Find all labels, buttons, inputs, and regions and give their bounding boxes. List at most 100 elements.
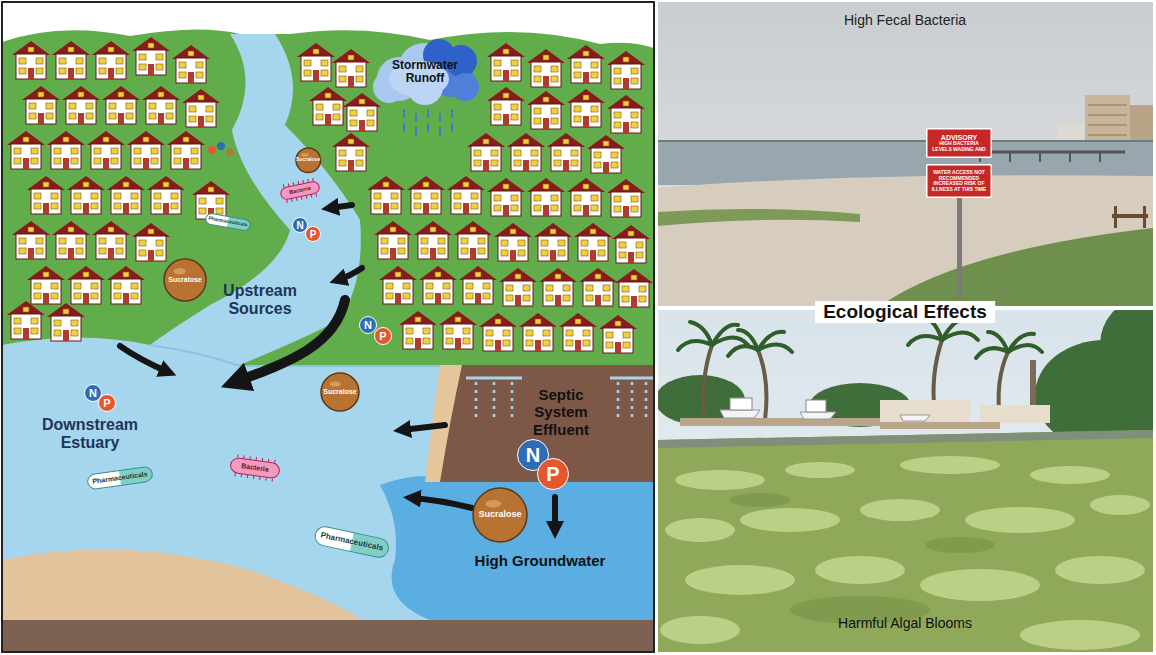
illustration-path [403, 110, 405, 117]
bacteria-pilus [298, 181, 300, 184]
sign-text: HIGH BACTERIA LEVELS WADING AND [929, 141, 989, 152]
p-text: P [310, 229, 317, 240]
pollutant-dots [208, 142, 234, 156]
illustration-use [527, 49, 565, 87]
illustration-ellipse [785, 462, 855, 478]
illustration-use [27, 266, 65, 304]
illustration-rect [880, 400, 970, 422]
highlight [330, 381, 341, 387]
illustration-rect [2, 2, 654, 652]
illustration-rect [1143, 206, 1146, 228]
sign-text: ADVISORY [929, 134, 989, 142]
node-content: P [379, 330, 386, 342]
illustration-path [330, 205, 352, 208]
illustration-rect [730, 398, 752, 410]
phosphorus-circle: P [374, 327, 392, 345]
illustration-rect [680, 418, 880, 426]
illustration-use [447, 176, 485, 214]
illustration-use [92, 221, 130, 259]
illustration-rect [1030, 360, 1036, 410]
node-content: Sucralose [323, 388, 356, 396]
illustration-use [599, 315, 637, 353]
illustration-g [658, 310, 1153, 450]
illustration-path [427, 124, 429, 131]
illustration-use [47, 131, 85, 169]
estuary-water [2, 338, 654, 621]
illustration-use [494, 223, 532, 261]
illustration-use [534, 223, 572, 261]
node-content: ADVISORYHIGH BACTERIA LEVELS WADING AND [929, 134, 989, 153]
illustration-g [880, 400, 1050, 423]
node-content: Sucralose [296, 157, 320, 163]
node-content: Stormwater Runoff [385, 59, 465, 85]
p-disc [99, 395, 116, 412]
illustration-path [617, 382, 620, 420]
bacteria-pilus [259, 477, 260, 480]
nitrogen-circle: N [292, 217, 308, 233]
n-text: N [364, 319, 372, 331]
suc-text: Sucralose [323, 388, 356, 396]
node-content: P [103, 397, 110, 409]
illustration-use [107, 266, 145, 304]
pill-half [314, 525, 391, 559]
illustration-path [988, 332, 1008, 352]
illustration-use [459, 266, 497, 304]
illustration-path [1088, 114, 1127, 116]
illustration-path [1099, 152, 1101, 162]
illustration-ellipse [730, 493, 790, 507]
illustration-use [612, 225, 650, 263]
bacteria-cell: Bacteria [279, 179, 321, 200]
illustration-path [658, 209, 860, 226]
illustration-use [147, 176, 185, 214]
illustration-ellipse [685, 565, 795, 595]
illustration-use [567, 178, 605, 216]
illustration-ellipse [660, 616, 740, 644]
illustration-path [712, 325, 738, 345]
sucralose-disc [321, 373, 359, 411]
bacteria-pilus [241, 474, 242, 477]
illustration-rect [658, 2, 1153, 306]
region-label: Upstream Sources [212, 282, 308, 319]
highlight [301, 153, 308, 157]
bacteria-pilus [274, 460, 275, 463]
bacteria-body [230, 457, 281, 479]
illustration-path [1039, 152, 1041, 162]
illustration-path [475, 382, 478, 420]
nitrogen-circle: N [359, 316, 377, 334]
cloud-puff [451, 73, 479, 101]
node-content: P [310, 229, 317, 240]
illustration-path [402, 425, 445, 430]
bacteria-pilus [316, 193, 318, 196]
illustration-use [487, 87, 525, 125]
pharmaceutical-pill: Pharmaceuticals [313, 524, 391, 559]
illustration-path [451, 110, 453, 117]
region-label: Downstream Estuary [28, 416, 152, 453]
illustration-use [607, 51, 645, 89]
bacteria-pilus [249, 456, 250, 459]
illustration-path [451, 124, 453, 131]
p-disc [306, 227, 321, 242]
illustration-use [399, 311, 437, 349]
illustration-circle [208, 146, 216, 154]
illustration-path [658, 430, 1153, 652]
illustration-path [415, 114, 417, 121]
pill-half [205, 213, 251, 232]
illustration-ellipse [740, 508, 840, 532]
illustration-use [332, 49, 370, 87]
suc-text: Sucralose [168, 276, 201, 284]
illustration-use [27, 176, 65, 214]
groundwater [380, 476, 654, 620]
illustration-ellipse [860, 499, 940, 521]
septic-pipes [466, 377, 654, 380]
illustration-path [427, 110, 429, 117]
illustration-ellipse [965, 507, 1075, 533]
illustration-g [980, 152, 1100, 162]
illustration-use [579, 268, 617, 306]
sucralose-circle: Sucralose [163, 258, 207, 302]
node-content: N [526, 444, 540, 466]
bedrock [2, 620, 654, 652]
p-text: P [546, 463, 559, 485]
illustration-path [1088, 104, 1127, 106]
illustration-use [132, 223, 170, 261]
p-disc [375, 328, 392, 345]
